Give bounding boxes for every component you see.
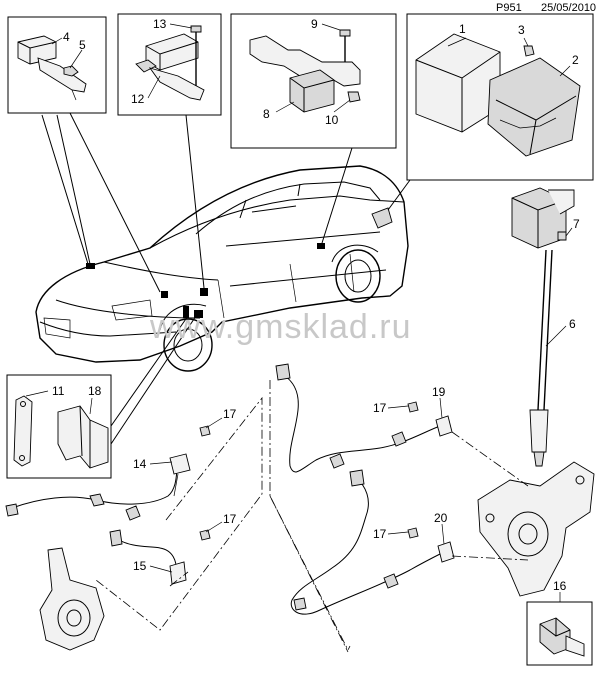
dashed-links-rear [269,380,529,653]
callout-17-front-lower: 17 [223,512,237,526]
callout-12: 12 [131,92,145,106]
callout-8: 8 [263,107,270,121]
callout-2: 2 [572,53,579,67]
callout-14: 14 [133,457,147,471]
page-code: P951 [496,2,522,14]
callout-9: 9 [311,17,318,31]
inset-box-bracket-8-9-10 [230,13,397,149]
callout-4: 4 [63,30,70,44]
callout-18: 18 [88,384,102,398]
callout-17-rear-lower: 17 [373,527,387,541]
dashed-links-front [95,396,263,631]
mount-markers [86,207,393,318]
part-20-rear-harness [290,469,455,615]
watermark: www.gmsklad.ru [149,308,412,346]
rear-knuckle [477,461,595,597]
front-knuckle [39,547,105,651]
inset-box-sensor-4-5 [7,16,107,114]
callout-20: 20 [434,511,448,525]
callout-17-rear-upper: 17 [373,401,387,415]
callout-17-front-upper: 17 [223,407,237,421]
callout-13: 13 [153,17,167,31]
callout-1: 1 [459,22,466,36]
bolts-17 [199,401,419,541]
inset-box-connector-16 [526,601,593,666]
callout-3: 3 [518,23,525,37]
part-6-sensor-assembly [511,187,575,467]
part-14-front-harness [5,453,191,521]
callout-16: 16 [553,579,567,593]
callout-7: 7 [573,217,580,231]
callout-15: 15 [133,559,147,573]
part-15-front-harness [109,529,187,585]
part-19-rear-harness [275,363,453,473]
leader-lines [41,112,411,445]
callout-6: 6 [569,317,576,331]
diagram-date: 25/05/2010 [541,2,596,14]
inset-box-bracket-11-18 [6,374,112,479]
callouts: 4 5 13 12 9 8 10 1 3 2 7 6 11 18 17 [25,17,580,602]
inset-box-sensor-12-13 [117,13,222,116]
callout-10: 10 [325,113,339,127]
callout-19: 19 [432,385,446,399]
vehicle-sedan [35,165,409,372]
inset-box-module-1-2-3 [406,13,594,181]
callout-5: 5 [79,38,86,52]
callout-11: 11 [52,384,65,398]
